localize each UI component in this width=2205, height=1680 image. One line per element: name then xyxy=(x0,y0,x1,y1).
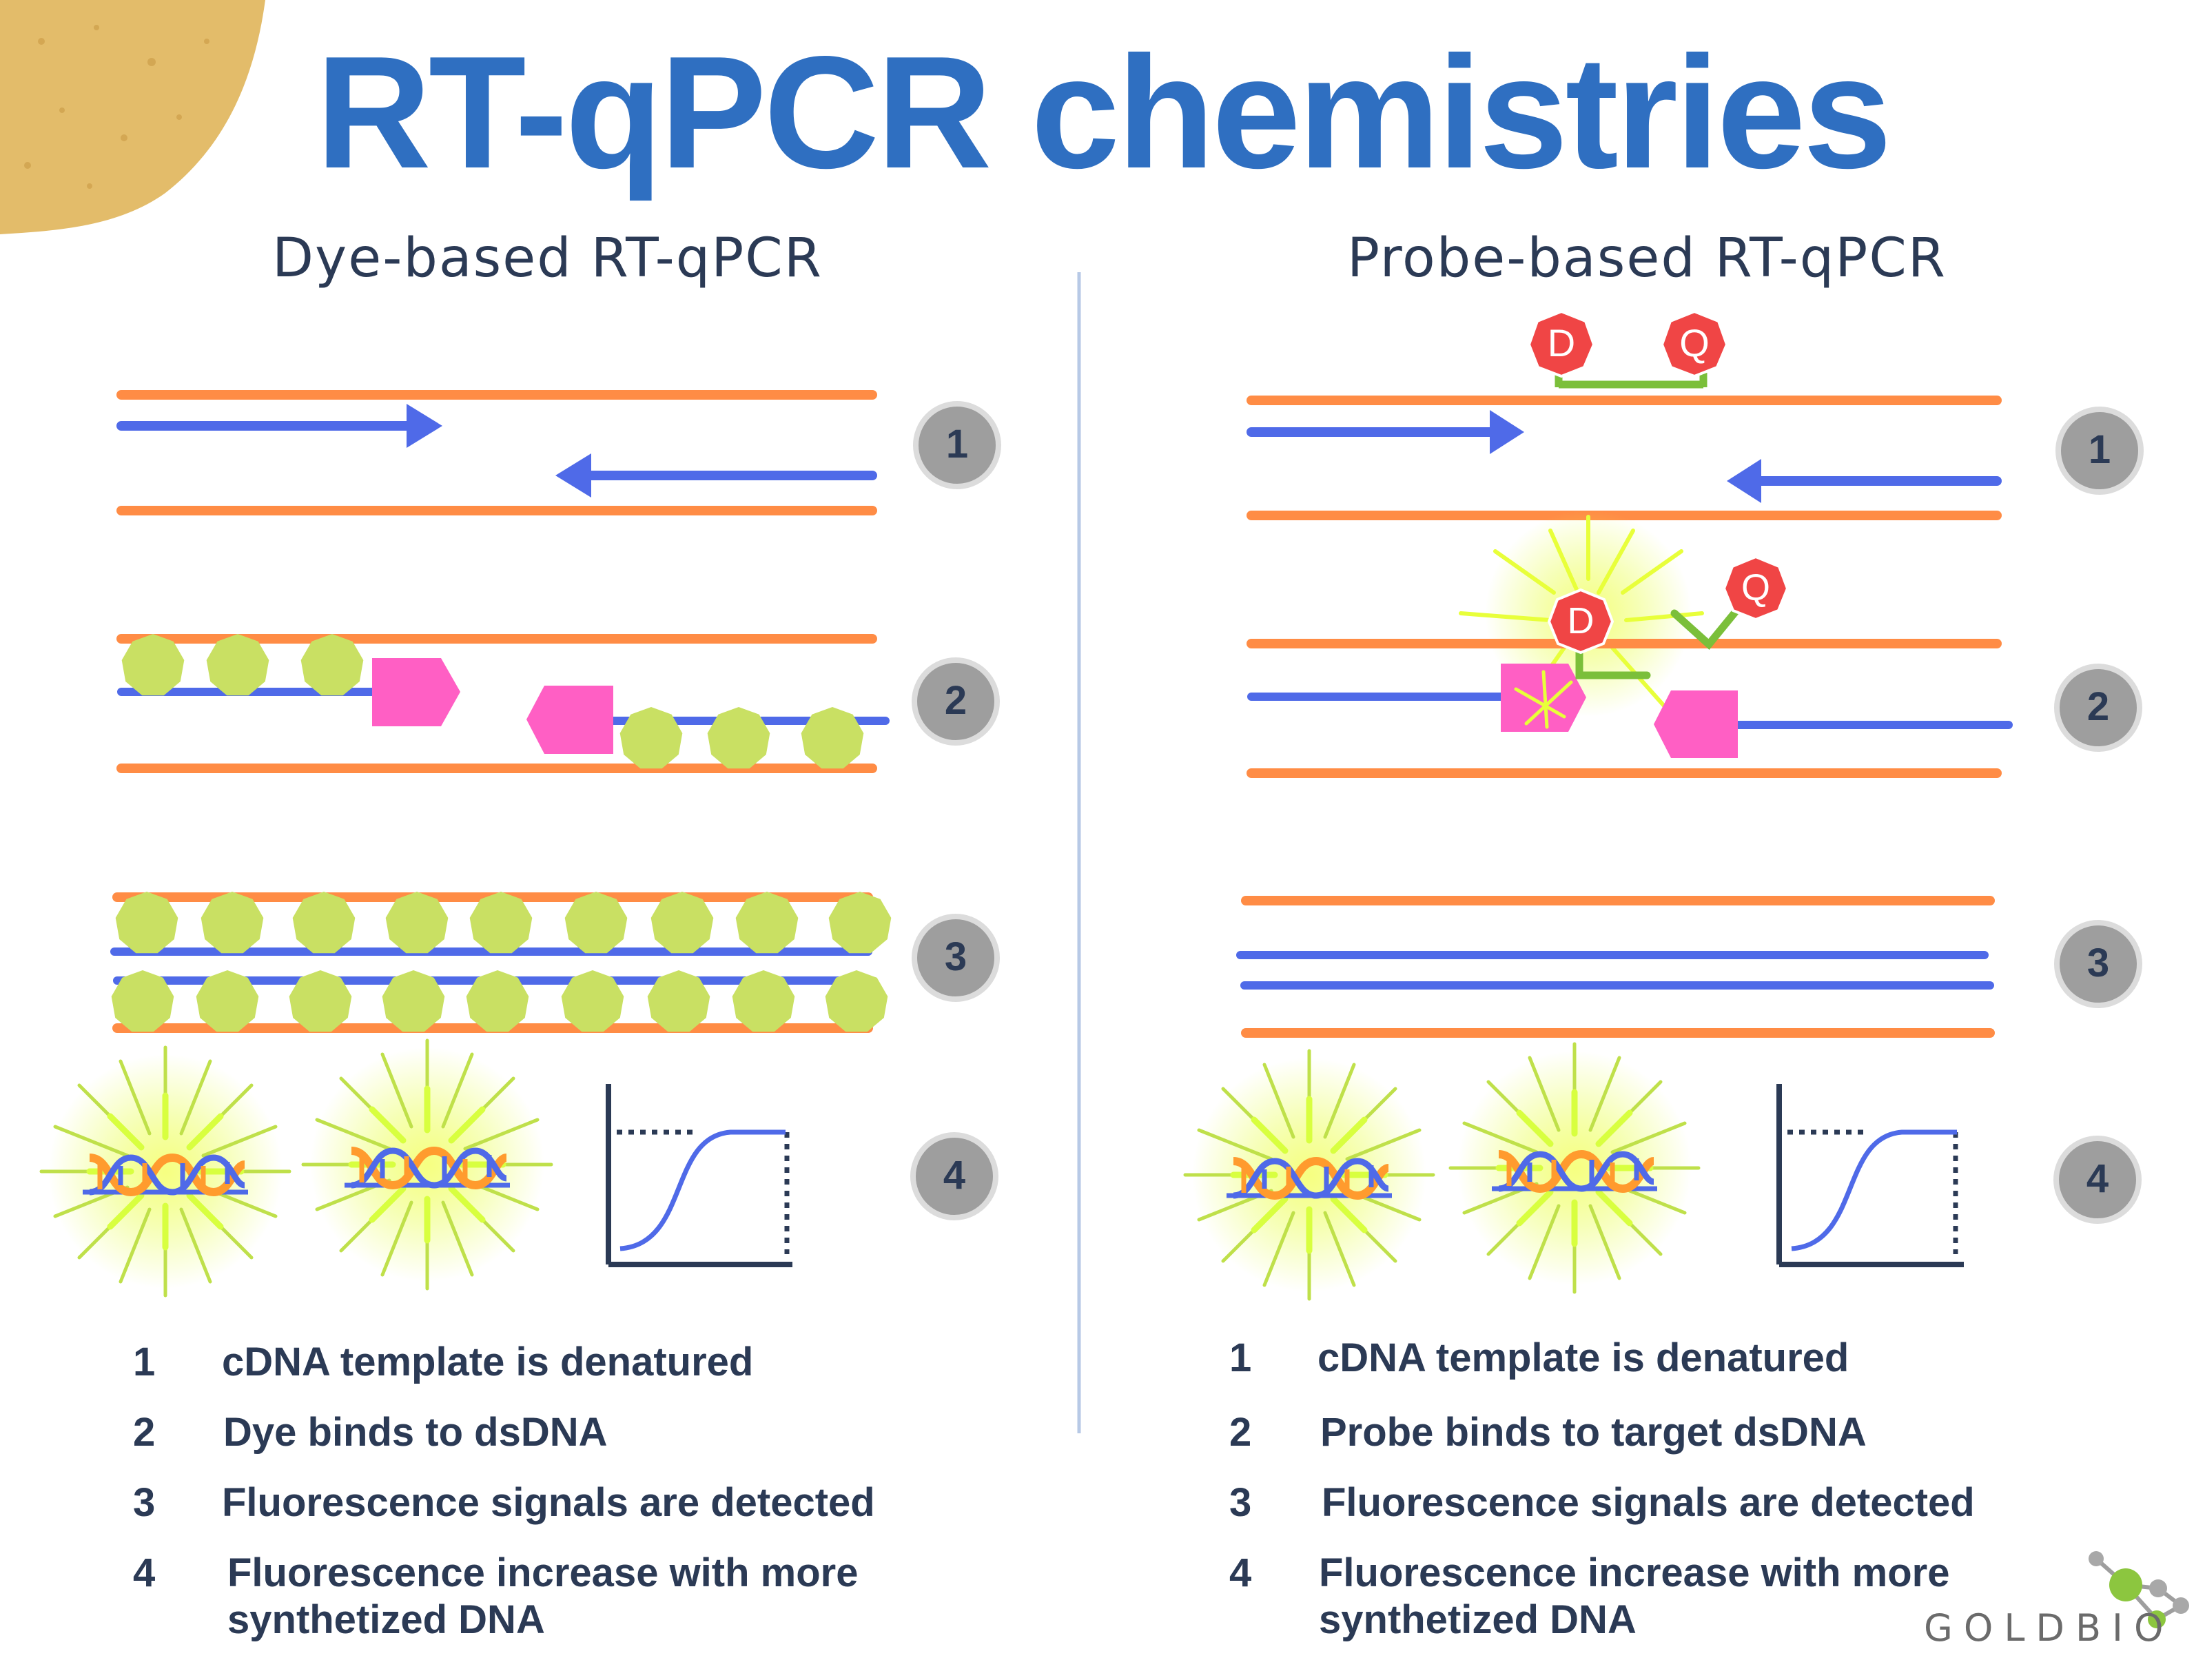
step-badge xyxy=(2054,664,2142,752)
fluorescence-burst-icon xyxy=(303,1041,551,1289)
left-step1 xyxy=(116,390,877,515)
legend-text: Fluorescence increase with more syntheti… xyxy=(1319,1550,1950,1643)
step-badge xyxy=(2053,1136,2142,1224)
polymerase-icon xyxy=(372,658,460,726)
amplification-curve-icon xyxy=(606,1084,792,1267)
step-badge xyxy=(912,914,1000,1002)
corner-texture xyxy=(24,25,209,189)
panel-subtitle-dye: Dye-based RT-qPCR xyxy=(272,227,823,289)
probe-quencher-label: Q xyxy=(1679,321,1710,365)
legend-text: cDNA template is denatured xyxy=(1317,1335,1849,1380)
right-step1 xyxy=(1247,358,2002,520)
legend-number: 3 xyxy=(1229,1480,1252,1525)
step-badge xyxy=(912,657,1000,746)
legend-text: Fluorescence signals are detected xyxy=(1322,1480,1975,1525)
released-quencher-label: Q xyxy=(1741,567,1770,608)
right-step3 xyxy=(1236,896,1995,1038)
fluorescence-burst-icon xyxy=(41,1047,289,1295)
probe-dye-badge xyxy=(1527,309,1596,378)
released-dye-label: D xyxy=(1567,600,1594,642)
legend-text: Fluorescence increase with more syntheti… xyxy=(227,1550,859,1643)
legend-text: cDNA template is denatured xyxy=(222,1340,754,1384)
step-badge xyxy=(913,401,1001,489)
released-dye-badge xyxy=(1547,588,1614,655)
step-number: 2 xyxy=(2086,684,2110,729)
polymerase-icon xyxy=(526,686,613,754)
fluorescence-burst-icon xyxy=(1185,1051,1433,1299)
right-step2 xyxy=(1247,510,2013,778)
left-step3 xyxy=(110,892,892,1033)
step-number: 2 xyxy=(944,678,967,723)
step-number: 1 xyxy=(2088,427,2111,472)
right-step4 xyxy=(1185,1044,1964,1299)
legend-number: 4 xyxy=(133,1550,156,1595)
panel-subtitle-probe: Probe-based RT-qPCR xyxy=(1347,227,1947,289)
legend-text: Fluorescence signals are detected xyxy=(222,1480,875,1525)
fluorescence-burst-icon xyxy=(1450,1044,1699,1292)
legend-number: 4 xyxy=(1229,1550,1252,1595)
probe-dye-label: D xyxy=(1547,321,1576,365)
step-badge xyxy=(2055,407,2144,495)
page-title: RT-qPCR chemistries xyxy=(316,23,1891,202)
legend-number: 2 xyxy=(1229,1410,1252,1455)
step-number: 3 xyxy=(944,934,967,979)
corner-decoration xyxy=(0,0,265,234)
step-badge xyxy=(910,1132,998,1220)
legend-number: 1 xyxy=(133,1340,156,1384)
released-quencher-badge xyxy=(1722,555,1789,622)
legend-text: Dye binds to dsDNA xyxy=(223,1410,608,1455)
legend-number: 3 xyxy=(133,1480,156,1525)
step-number: 4 xyxy=(2086,1156,2109,1201)
step-badges xyxy=(910,401,2144,1224)
goldbio-logo-icon xyxy=(2089,1551,2189,1628)
step-number: 3 xyxy=(2086,941,2110,985)
left-step4 xyxy=(41,1041,792,1295)
legend-text: Probe binds to target dsDNA xyxy=(1320,1410,1867,1455)
step-number: 1 xyxy=(945,422,969,467)
goldbio-logo-text: GOLDBIO xyxy=(1924,1606,2175,1650)
left-step2 xyxy=(116,634,890,773)
legend-number: 2 xyxy=(133,1410,156,1455)
step-number: 4 xyxy=(943,1153,966,1198)
step-badge xyxy=(2054,920,2142,1008)
polymerase-icon xyxy=(1654,690,1738,758)
probe-quencher-badge xyxy=(1660,309,1729,378)
legend-number: 1 xyxy=(1229,1335,1252,1380)
amplification-curve-icon xyxy=(1776,1084,1964,1267)
